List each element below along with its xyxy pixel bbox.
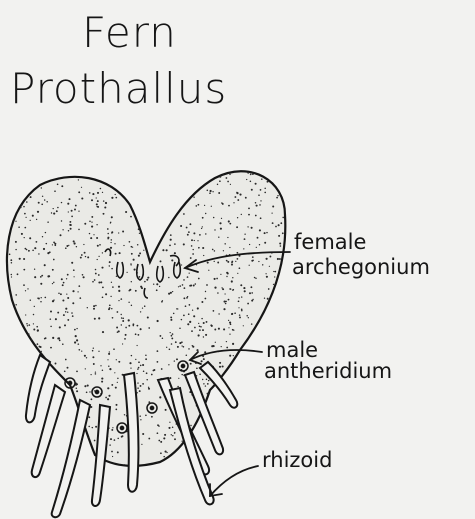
rhizoid-1 [26,355,50,422]
label-female: female [294,232,366,253]
rhizoid-arrow [210,466,258,496]
label-archegonium: archegonium [292,257,430,278]
title-line-2: Prothallus [10,68,227,110]
label-male: male [266,340,318,361]
label-rhizoid: rhizoid [262,450,332,471]
label-antheridium: antheridium [264,361,392,382]
title-line-1: Fern [82,12,177,54]
